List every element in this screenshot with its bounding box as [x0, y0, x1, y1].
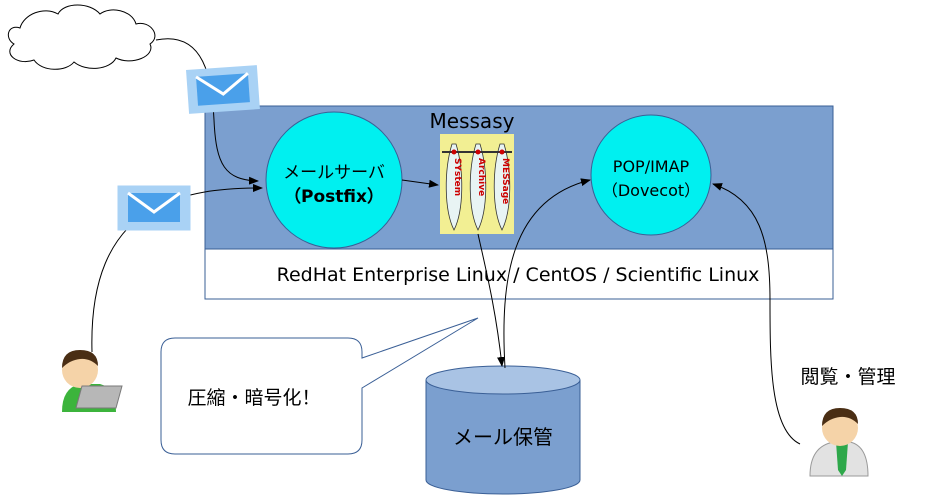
pop-imap-sublabel: （Dovecot） — [602, 181, 700, 200]
mail-storage-cylinder: メール保管 — [425, 365, 581, 495]
server-to-messasy-arrow — [401, 179, 439, 188]
mail-server-label: メールサーバ — [283, 163, 385, 183]
viewer-to-popimap-arrow — [712, 183, 801, 445]
system-title: Messasy — [430, 109, 515, 133]
speech-bubble — [160, 317, 479, 455]
envelope-icon — [117, 185, 191, 231]
storage-to-popimap-arrow — [503, 178, 591, 369]
viewer-label: 閲覧・管理 — [800, 366, 895, 388]
messasy-logo-icon: SYstem Archive MESSage — [440, 134, 514, 234]
messasy-to-storage-arrow — [477, 233, 506, 367]
pop-imap-node — [590, 114, 712, 236]
envelope-icon — [186, 65, 260, 114]
logo-word-message: MESSage — [500, 158, 510, 204]
internet-cloud — [7, 4, 156, 70]
pop-imap-label: POP/IMAP — [613, 157, 690, 176]
speech-bubble-text: 圧縮・暗号化！ — [187, 387, 320, 409]
laptop-user-icon — [62, 350, 123, 412]
logo-word-archive: Archive — [476, 158, 486, 196]
storage-label: メール保管 — [453, 425, 553, 449]
admin-user-icon — [809, 408, 869, 477]
logo-word-system: SYstem — [452, 158, 462, 196]
cloud-to-server-arrow — [155, 38, 259, 185]
mail-server-sublabel: （Postfix） — [284, 186, 384, 207]
os-label: RedHat Enterprise Linux / CentOS / Scien… — [277, 264, 760, 286]
fish-icon — [442, 143, 512, 231]
